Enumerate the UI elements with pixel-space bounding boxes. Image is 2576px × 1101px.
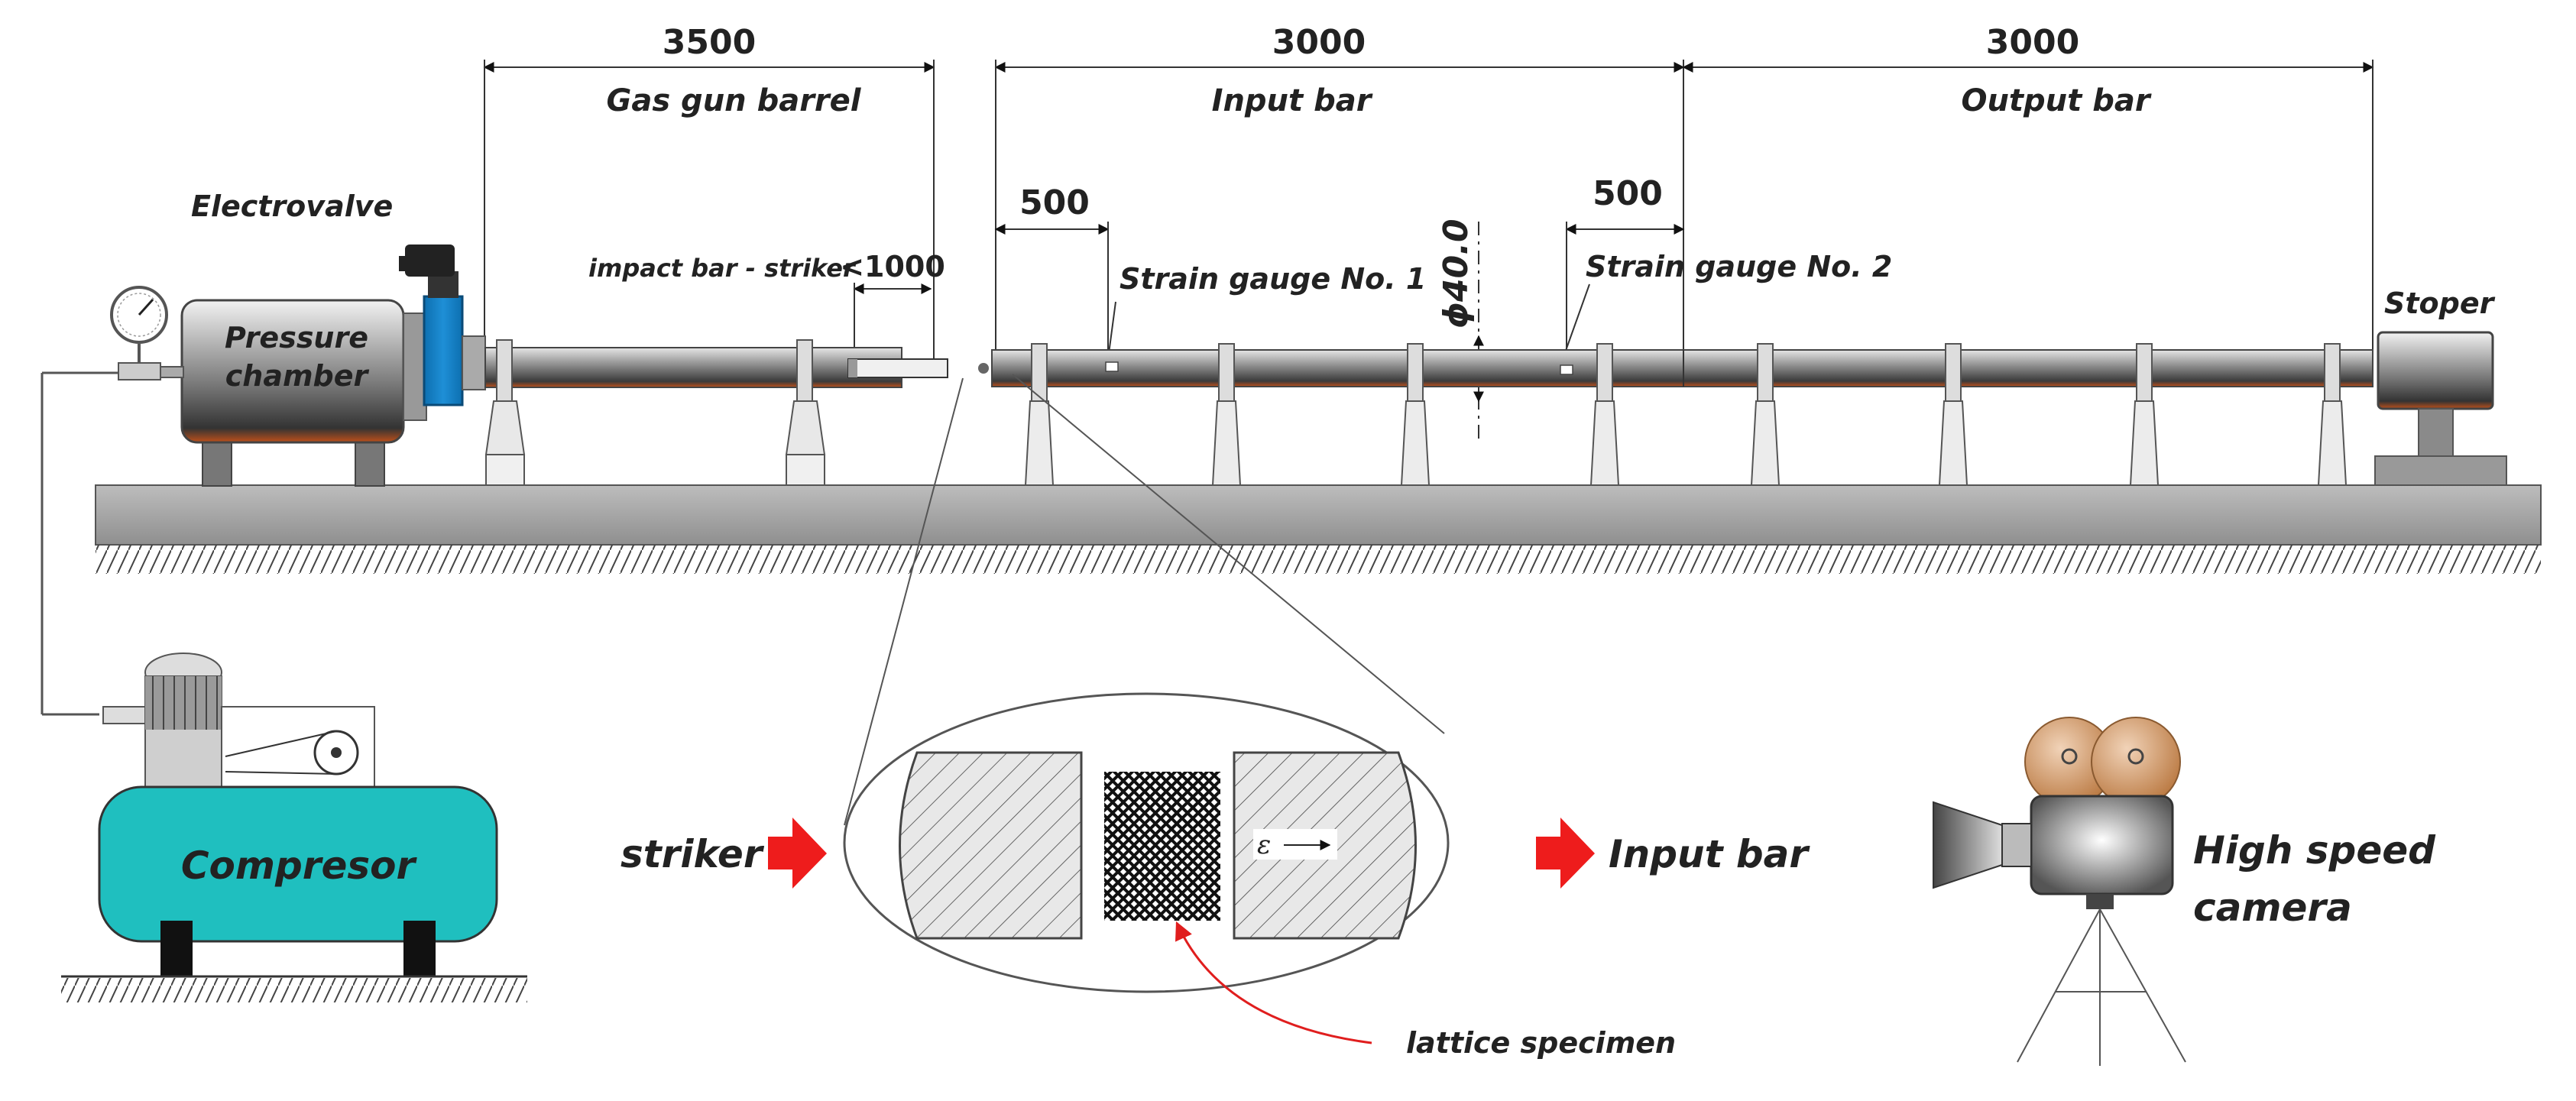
gas-gun-barrel-title: Gas gun barrel bbox=[607, 83, 862, 118]
strain-gauge-2-mark bbox=[1560, 364, 1573, 375]
output-bar-title: Output bar bbox=[1961, 83, 2151, 118]
pressure-label-line2: chamber bbox=[225, 359, 370, 393]
bar-support bbox=[1024, 343, 1055, 486]
dim-3000-input-label: 3000 bbox=[1272, 23, 1366, 62]
dim-500-gauge2-label: 500 bbox=[1593, 174, 1663, 213]
strain-gauge-2-label: Strain gauge No. 2 bbox=[1586, 250, 1892, 283]
camera-label-line2: camera bbox=[2193, 886, 2352, 930]
specimen-dot bbox=[978, 363, 989, 374]
input-bar-title: Input bar bbox=[1212, 83, 1373, 118]
dimension-striker: <1000 bbox=[840, 250, 945, 359]
compressor-label: Compresor bbox=[181, 844, 418, 888]
stoper bbox=[2374, 331, 2507, 486]
bar-support bbox=[1750, 343, 1781, 486]
dim-3500-label: 3500 bbox=[663, 23, 756, 62]
dimension-diameter: ϕ40.0 bbox=[1437, 219, 1484, 443]
bar-support bbox=[1938, 343, 1968, 486]
ground-rail bbox=[95, 484, 2542, 574]
high-speed-camera bbox=[1933, 717, 2186, 1066]
pressure-chamber: Pressure chamber bbox=[180, 299, 405, 487]
strain-gauge-1-label: Strain gauge No. 1 bbox=[1120, 262, 1426, 296]
striker-rod bbox=[847, 358, 948, 378]
striker-detail-label: striker bbox=[621, 832, 765, 876]
bar-supports bbox=[1024, 343, 2348, 486]
lattice-specimen bbox=[1104, 772, 1220, 921]
impact-bar-label: impact bar - striker bbox=[588, 254, 857, 283]
pressure-label-line1: Pressure bbox=[225, 321, 368, 355]
specimen-detail: ε bbox=[843, 692, 1450, 993]
pressure-gauge bbox=[41, 286, 184, 716]
bar-support bbox=[1589, 343, 1620, 486]
gas-gun-barrel bbox=[484, 339, 948, 486]
bar-support bbox=[1211, 343, 1242, 486]
bar-support bbox=[1400, 343, 1431, 486]
input-bar-arrow bbox=[1536, 818, 1595, 889]
dimension-gauge1: 500 bbox=[994, 183, 1110, 374]
strain-gauge-1-mark bbox=[1105, 361, 1119, 372]
dimension-input-bar: 3000 Input bar bbox=[994, 23, 1685, 359]
dimension-gauge2: 500 bbox=[1565, 174, 1685, 374]
input-bar-detail-label: Input bar bbox=[1609, 832, 1810, 876]
dimension-gas-gun: 3500 Gas gun barrel bbox=[483, 23, 935, 359]
stoper-label: Stoper bbox=[2384, 287, 2496, 320]
lattice-specimen-label: lattice specimen bbox=[1406, 1026, 1676, 1060]
diameter-label: ϕ40.0 bbox=[1437, 219, 1476, 329]
compressor: Compresor bbox=[61, 653, 527, 1002]
bar-support bbox=[2129, 343, 2160, 486]
electrovalve-label: Electrovalve bbox=[191, 189, 393, 223]
camera-label-line1: High speed bbox=[2193, 828, 2436, 873]
dim-500-gauge1-label: 500 bbox=[1019, 183, 1090, 222]
dim-3000-output-label: 3000 bbox=[1986, 23, 2079, 62]
dim-striker-label: <1000 bbox=[840, 250, 945, 283]
bar-support bbox=[2317, 343, 2348, 486]
striker-arrow bbox=[768, 818, 827, 889]
electrovalve bbox=[399, 244, 486, 421]
epsilon-label: ε bbox=[1257, 830, 1271, 860]
input-output-bar bbox=[991, 349, 2373, 387]
dimension-output-bar: 3000 Output bar bbox=[1682, 23, 2374, 359]
